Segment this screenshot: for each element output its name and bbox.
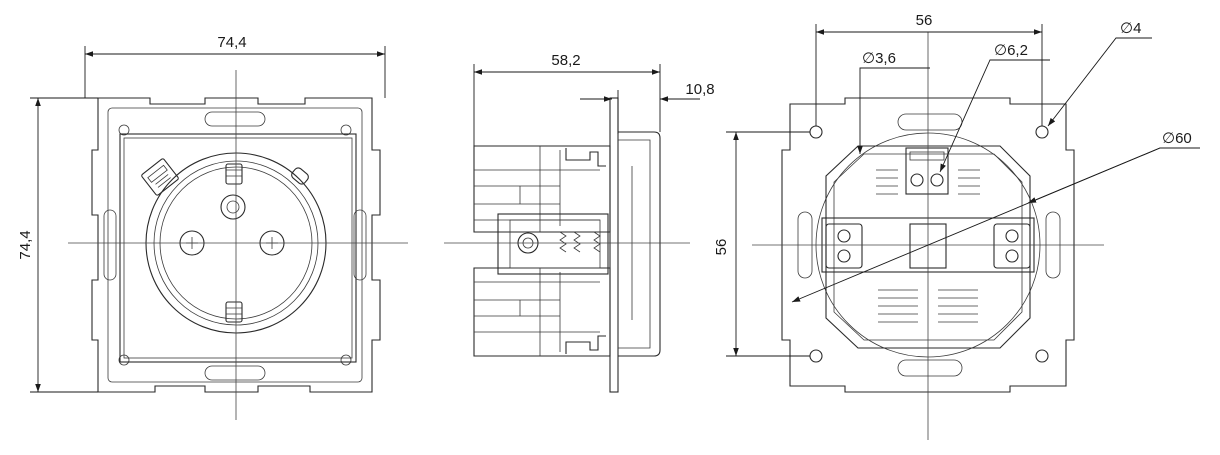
back-corner-hole: [809, 125, 823, 139]
back-corner-hole: [809, 349, 823, 363]
side-front-cover: [618, 131, 661, 357]
side-clip-lower: [565, 335, 606, 354]
back-top-terminal-slot: [909, 151, 945, 161]
body-diameter-leader-tip: [1027, 147, 1161, 204]
front-view: 74,4 74,4: [17, 34, 408, 420]
front-inner-frame-outline: [107, 107, 363, 383]
back-top-terminal-screw-right: [930, 173, 944, 187]
side-plate-label: 10,8: [685, 81, 714, 98]
led-indicator: [291, 167, 309, 185]
side-mounting-plate: [609, 97, 619, 393]
earth-clip-top: [225, 163, 243, 185]
back-right-terminal-screw-bottom: [1005, 249, 1019, 263]
front-mounting-frame: [91, 97, 381, 393]
back-frame-slot-top: [897, 113, 963, 131]
back-corner-hole: [1035, 125, 1049, 139]
frame-hole: [118, 124, 130, 136]
back-top-terminal-screw-left: [910, 173, 924, 187]
back-corner-hole: [1035, 349, 1049, 363]
front-cover-plate-inner: [123, 137, 353, 359]
frame-slot-bottom: [204, 365, 266, 381]
back-frame-slot-bottom: [897, 359, 963, 377]
front-width-label: 74,4: [217, 34, 246, 51]
back-right-terminal-screw-top: [1005, 229, 1019, 243]
hole-large-leader: [1047, 37, 1152, 127]
center-screw-inner: [226, 200, 240, 214]
side-depth-label: 58,2: [551, 52, 580, 69]
side-terminal-block: [497, 213, 609, 275]
side-view: 58,2 10,8: [444, 52, 715, 393]
center-screw: [220, 194, 246, 220]
back-top-terminal: [905, 147, 949, 195]
earth-clip-bottom: [225, 301, 243, 323]
frame-slot-right: [353, 209, 367, 281]
hole-small-label: ∅3,6: [862, 50, 896, 67]
side-spring-left: [559, 231, 581, 253]
side-body-lower-details: [474, 268, 600, 356]
front-cover-plate: [119, 133, 357, 363]
side-spring-right: [593, 231, 601, 253]
earth-clip-top-lines: [226, 169, 242, 177]
back-left-terminal-screw-bottom: [837, 249, 851, 263]
back-left-terminal: [825, 223, 863, 269]
back-vent-slots-bottom: [878, 289, 978, 323]
back-height-label: 56: [713, 239, 730, 256]
earth-clip-bottom-lines: [226, 307, 242, 315]
side-front-cover-inner: [618, 139, 651, 349]
frame-hole: [340, 354, 352, 366]
hole-medium-label: ∅6,2: [994, 42, 1028, 59]
back-module-inner: [833, 153, 1023, 341]
front-height-label: 74,4: [17, 230, 34, 259]
side-clip-upper: [565, 148, 606, 167]
frame-hole: [340, 124, 352, 136]
hole-medium-leader: [939, 59, 1050, 173]
usb-port: [141, 158, 179, 196]
body-diameter-leader: [791, 147, 1200, 303]
back-vent-slots-top: [876, 169, 980, 195]
body-diameter-label: ∅60: [1162, 130, 1192, 147]
back-view: 56 56 ∅3,6 ∅6,2 ∅4 ∅60: [713, 12, 1200, 440]
back-width-label: 56: [916, 12, 933, 29]
back-mounting-frame: [781, 97, 1075, 393]
hole-small-leader: [857, 67, 930, 154]
frame-slot-left: [103, 209, 117, 281]
back-right-terminal: [993, 223, 1031, 269]
side-body-upper-details: [474, 146, 600, 232]
frame-slot-top: [204, 111, 266, 127]
back-left-terminal-screw-top: [837, 229, 851, 243]
hole-large-label: ∅4: [1120, 20, 1141, 37]
back-module-body: [825, 145, 1031, 349]
